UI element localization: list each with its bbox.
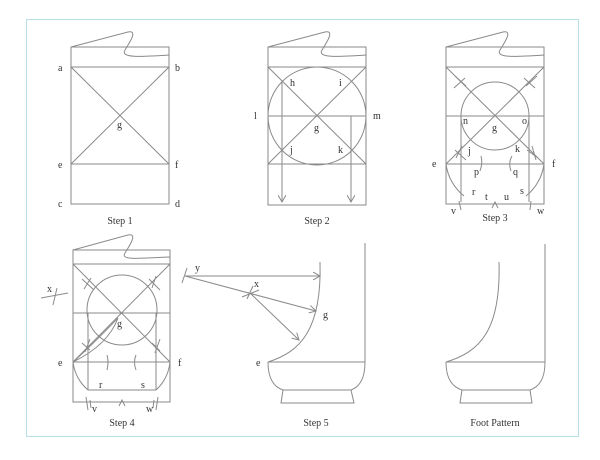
mark-x <box>40 287 69 306</box>
label-r: r <box>472 187 476 198</box>
label-c: c <box>58 199 63 210</box>
tick-mark <box>151 338 161 354</box>
arc-q <box>509 155 513 172</box>
foot-pattern-figure: Foot Pattern <box>445 244 546 429</box>
label-p: p <box>474 167 479 178</box>
label-g: g <box>117 319 122 330</box>
arcs-pq <box>106 354 137 371</box>
arc-right <box>525 163 545 197</box>
label-g: g <box>323 310 328 321</box>
tick-mark <box>81 277 95 291</box>
label-a: a <box>58 63 63 74</box>
arc-p <box>479 155 483 172</box>
tick-mark <box>454 145 467 161</box>
foot-base <box>459 389 533 404</box>
label-u: u <box>504 192 509 203</box>
caret-mark <box>491 200 499 209</box>
bowl <box>267 361 366 391</box>
label-n: n <box>463 116 468 127</box>
curve-e-g <box>72 317 119 363</box>
label-o: o <box>522 116 527 127</box>
step-2-figure: h i l m g j k Step 2 <box>254 31 381 227</box>
label-e: e <box>58 358 63 369</box>
mark-y <box>181 267 188 284</box>
label-s: s <box>141 380 145 391</box>
label-g: g <box>492 123 497 134</box>
label-k: k <box>515 144 520 155</box>
label-e: e <box>432 159 437 170</box>
foot-base <box>280 389 355 404</box>
caption-step-3: Step 3 <box>482 213 507 224</box>
outer-rect <box>70 46 170 205</box>
arc-left <box>72 361 89 391</box>
label-x: x <box>47 284 52 295</box>
mark-x <box>241 285 260 300</box>
label-g: g <box>314 123 319 134</box>
diagram-frame <box>26 19 579 437</box>
step-1-figure: a b g e f c d Step 1 <box>58 31 180 227</box>
sleeve-top-wave <box>267 31 367 67</box>
sleeve-top-wave <box>445 31 545 67</box>
step-4-figure: x g e f r s v w Step 4 <box>40 234 182 429</box>
label-q: q <box>513 167 518 178</box>
label-x: x <box>254 279 259 290</box>
label-j: j <box>467 146 471 157</box>
step-5-figure: y x g e Step 5 <box>181 243 366 429</box>
label-v: v <box>451 206 456 217</box>
label-g: g <box>117 120 122 131</box>
label-d: d <box>175 199 180 210</box>
step-3-figure: n o g j k e f p q r t u s v w Step 3 <box>432 31 556 224</box>
foot-curve <box>445 261 500 363</box>
tick-marks-vw <box>458 200 532 211</box>
diagonal-be <box>70 66 170 165</box>
label-i: i <box>339 78 342 89</box>
label-j: j <box>289 145 293 156</box>
tick-mark <box>526 145 539 161</box>
caption-step-2: Step 2 <box>304 216 329 227</box>
tick-mark <box>523 75 538 89</box>
label-k: k <box>338 145 343 156</box>
label-e: e <box>256 358 261 369</box>
label-t: t <box>485 192 488 203</box>
label-l: l <box>254 111 257 122</box>
label-f: f <box>175 160 179 171</box>
diagonal-2 <box>72 263 171 363</box>
caption-step-5: Step 5 <box>303 418 328 429</box>
label-f: f <box>178 358 182 369</box>
label-m: m <box>373 111 381 122</box>
arc-right <box>155 361 171 391</box>
label-r: r <box>99 380 103 391</box>
tick-mark <box>81 338 91 353</box>
caret-mark <box>118 398 126 407</box>
tick-mark <box>148 275 161 291</box>
arc-left <box>445 163 465 197</box>
caption-foot-pattern: Foot Pattern <box>470 418 519 429</box>
bowl <box>445 361 546 391</box>
label-e: e <box>58 160 63 171</box>
label-y: y <box>195 263 200 274</box>
outer-rect <box>267 46 367 206</box>
sleeve-top-wave <box>70 31 170 67</box>
label-f: f <box>552 159 556 170</box>
outer-rect <box>445 46 545 205</box>
caption-step-1: Step 1 <box>107 216 132 227</box>
arrow-x-to-curve <box>249 292 299 340</box>
label-v: v <box>92 404 97 415</box>
label-w: w <box>537 206 545 217</box>
foot-curve <box>267 261 321 363</box>
circle <box>267 66 367 166</box>
label-w: w <box>146 404 154 415</box>
caption-step-4: Step 4 <box>109 418 134 429</box>
label-h: h <box>290 78 295 89</box>
tick-mark <box>453 75 467 89</box>
sleeve-top-wave <box>72 234 171 264</box>
circle <box>86 274 158 346</box>
label-b: b <box>175 63 180 74</box>
label-s: s <box>520 186 524 197</box>
tick-marks-vw <box>85 396 159 411</box>
diagonal-2 <box>445 66 545 165</box>
